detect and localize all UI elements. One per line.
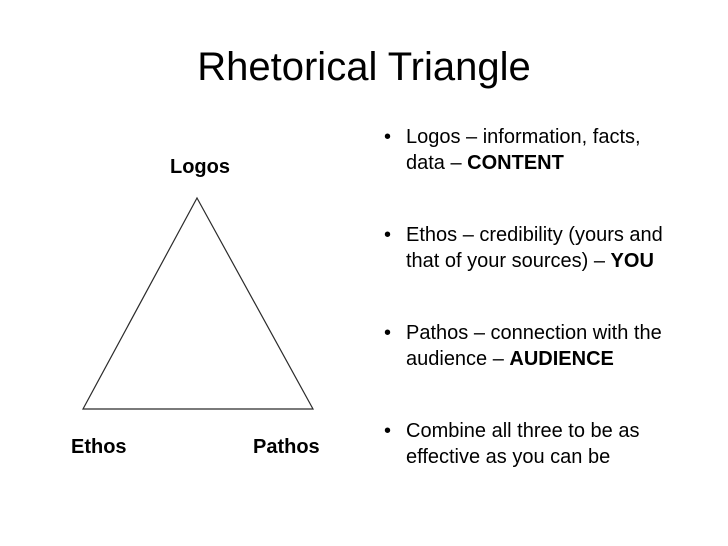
list-item: • Pathos – connection with the audience …	[378, 320, 720, 372]
page-title: Rhetorical Triangle	[197, 45, 531, 89]
list-item-emphasis: AUDIENCE	[509, 348, 614, 370]
list-item-line: Pathos – connection with the	[406, 320, 720, 346]
list-item-line: Ethos – credibility (yours and	[406, 222, 720, 248]
list-item-text: Logos – information, facts,	[406, 126, 641, 148]
bullet-dot-icon: •	[384, 420, 392, 442]
triangle-label-ethos: Ethos	[71, 436, 127, 458]
triangle-label-pathos: Pathos	[253, 436, 320, 458]
bullet-dot-icon: •	[384, 224, 392, 246]
list-item-text: audience –	[406, 348, 510, 370]
list-item-line: that of your sources) – YOU	[406, 248, 720, 274]
bullet-dot-icon: •	[384, 322, 392, 344]
list-item-line: data – CONTENT	[406, 150, 720, 176]
list-item-text: Ethos – credibility (yours and	[406, 224, 663, 246]
list-item-line: audience – AUDIENCE	[406, 346, 720, 372]
triangle-label-logos: Logos	[170, 156, 230, 178]
list-item-line: Logos – information, facts,	[406, 124, 720, 150]
list-item-emphasis: CONTENT	[467, 152, 564, 174]
list-item-text: Pathos – connection with the	[406, 322, 662, 344]
bullet-dot-icon: •	[384, 126, 392, 148]
triangle-shape-icon	[81, 196, 315, 410]
list-item: • Combine all three to be as effective a…	[378, 418, 720, 470]
list-item: • Ethos – credibility (yours and that of…	[378, 222, 720, 274]
list-item: • Logos – information, facts, data – CON…	[378, 124, 720, 176]
list-item-line: Combine all three to be as	[406, 418, 720, 444]
list-item-text: that of your sources) –	[406, 250, 611, 272]
list-item-line: effective as you can be	[406, 444, 720, 470]
list-item-text: data –	[406, 152, 468, 174]
rhetorical-triangle-diagram: Logos Ethos Pathos	[0, 0, 360, 546]
bullet-list: • Logos – information, facts, data – CON…	[378, 124, 720, 470]
list-item-text: effective as you can be	[406, 446, 611, 468]
list-item-text: Combine all three to be as	[406, 420, 640, 442]
list-item-emphasis: YOU	[610, 250, 654, 272]
